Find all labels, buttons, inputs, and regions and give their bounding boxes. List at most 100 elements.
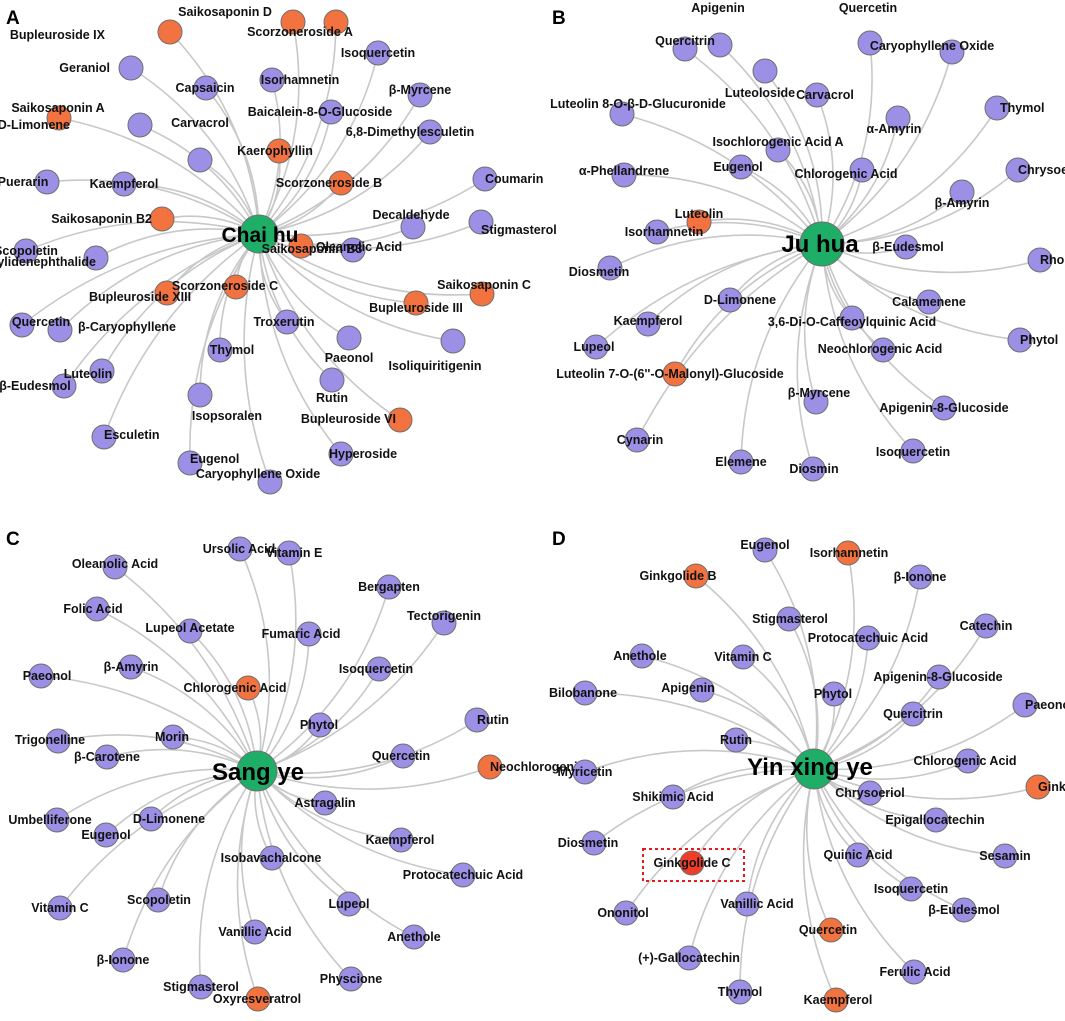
node-group bbox=[9, 9, 498, 495]
edge-lupeol bbox=[256, 770, 350, 905]
node-amyrin bbox=[885, 105, 911, 131]
label-protocatechuic-acid: Protocatechuic Acid bbox=[403, 868, 523, 882]
label-apigenin: Apigenin bbox=[691, 1, 744, 15]
edge-thymol bbox=[821, 107, 998, 245]
label-kaempferol: Kaempferol bbox=[90, 177, 159, 191]
node-rutin bbox=[723, 727, 749, 753]
edge-bupleuroside-ix bbox=[169, 31, 260, 235]
edge-isoquercetin bbox=[258, 52, 379, 235]
node-oleanolic-acid bbox=[102, 554, 128, 580]
node-kaempferol bbox=[635, 311, 661, 337]
edge-ionone bbox=[813, 576, 921, 770]
hub-label: Sang ye bbox=[212, 759, 304, 786]
label-shikimic-acid: Shikimic Acid bbox=[632, 790, 714, 804]
edge-eugenol bbox=[189, 233, 260, 464]
edge-quercitrin bbox=[684, 48, 823, 245]
label-bupleuroside-ix: Bupleuroside IX bbox=[10, 28, 106, 42]
label-quercetin: Quercetin bbox=[799, 923, 857, 937]
label-diosmetin: Diosmetin bbox=[569, 265, 629, 279]
label-scorzoneroside-c: Scorzoneroside C bbox=[172, 279, 278, 293]
edge-isoquercetin bbox=[821, 243, 914, 452]
edge-saikosaponin-d bbox=[258, 21, 300, 235]
node-lupeol bbox=[583, 334, 609, 360]
edge-ursolic-acid bbox=[239, 548, 271, 772]
label-thymol: Thymol bbox=[718, 985, 762, 999]
node-vanillic-acid bbox=[242, 919, 268, 945]
edge-ginkgolide-b bbox=[695, 575, 815, 770]
label-diosmin: Diosmin bbox=[789, 462, 838, 476]
label-caryophyllene-oxide: Caryophyllene Oxide bbox=[196, 467, 320, 481]
label-physcione: Physcione bbox=[320, 972, 383, 986]
node-apigenin-8-glucoside bbox=[926, 664, 952, 690]
node-geraniol bbox=[118, 55, 144, 81]
node-quercetin bbox=[818, 917, 844, 943]
node-chrysoeriol bbox=[857, 780, 883, 806]
edge-isopsoralen bbox=[199, 233, 260, 396]
node-eugenol bbox=[752, 537, 778, 563]
label-isorhamnetin: Isorhamnetin bbox=[261, 73, 340, 87]
label-neochlorogenic-acid: Neochlorogenic Acid bbox=[818, 342, 943, 356]
label-rhoifolin: Rhoifolin bbox=[1040, 253, 1065, 267]
edge-lupeol bbox=[595, 243, 823, 348]
label-protocatechuic-acid: Protocatechuic Acid bbox=[808, 631, 928, 645]
edge-oxyresveratrol bbox=[236, 770, 259, 1000]
edge-phellandrene bbox=[623, 174, 823, 245]
node-kaempferol bbox=[111, 171, 137, 197]
edge-saikosaponin-c bbox=[258, 233, 483, 296]
node-esculetin bbox=[91, 424, 117, 450]
label-lupeol: Lupeol bbox=[329, 897, 370, 911]
node-carotene bbox=[94, 744, 120, 770]
node-caryophyllene-oxide bbox=[939, 39, 965, 65]
node-kaempferol bbox=[823, 987, 849, 1013]
label-eugenol: Eugenol bbox=[713, 160, 762, 174]
node-ionone bbox=[907, 564, 933, 590]
node-ginkgolide-c bbox=[679, 850, 705, 876]
label-apigenin-8-glucoside: Apigenin-8-Glucoside bbox=[879, 401, 1008, 415]
edge-oleanolic-acid bbox=[114, 566, 258, 772]
edge-anethole bbox=[256, 770, 415, 938]
edge-sesamin bbox=[813, 768, 1006, 857]
label-ginkgolide-b: Ginkgolide B bbox=[639, 569, 716, 583]
node-tectorigenin bbox=[431, 610, 457, 636]
label-phellandrene: α-Phellandrene bbox=[579, 164, 669, 178]
label-oleanolic-acid: Oleanolic Acid bbox=[316, 240, 402, 254]
node-d-limonene bbox=[717, 287, 743, 313]
node-thymol bbox=[727, 979, 753, 1005]
label-oxyresveratrol: Oxyresveratrol bbox=[213, 992, 301, 1006]
edge-caryophyllene bbox=[59, 233, 260, 331]
node-quinic-acid bbox=[845, 842, 871, 868]
node-group bbox=[28, 536, 503, 1012]
label-caryophyllene-oxide: Caryophyllene Oxide bbox=[870, 39, 994, 53]
edge-6-8-dimethylesculetin bbox=[258, 131, 431, 235]
node-vitamin-c bbox=[47, 895, 73, 921]
label-stigmasterol: Stigmasterol bbox=[481, 223, 557, 237]
edge-coumarin bbox=[258, 178, 486, 237]
edge-protocatechuic-acid bbox=[256, 770, 464, 876]
node-saikosaponin-a bbox=[46, 105, 72, 131]
label-luteolin: Luteolin bbox=[675, 207, 724, 221]
label-eugenol: Eugenol bbox=[190, 452, 239, 466]
node-amyrin bbox=[949, 179, 975, 205]
node-puerarin bbox=[34, 169, 60, 195]
edge-ginkgolide-a bbox=[813, 768, 1039, 800]
node-physcione bbox=[338, 966, 364, 992]
label-coumarin: Coumarin bbox=[485, 172, 543, 186]
label-sesamin: Sesamin bbox=[979, 849, 1030, 863]
node-isorhamnetin bbox=[835, 540, 861, 566]
node-ferulic-acid bbox=[901, 959, 927, 985]
node-elemene bbox=[728, 449, 754, 475]
edge-trigonelline bbox=[57, 734, 258, 772]
edge-myricetin bbox=[584, 749, 815, 773]
node-lupeol-acetate bbox=[177, 618, 203, 644]
node-saikosaponin-c bbox=[469, 281, 495, 307]
label-n-butylidenephthalide: N-Butylidenephthalide bbox=[0, 255, 96, 269]
node-diosmin bbox=[800, 456, 826, 482]
edge-scorzoneroside-a bbox=[258, 21, 337, 235]
node-ursolic-acid bbox=[227, 536, 253, 562]
edge-ononitol bbox=[625, 768, 815, 914]
node-saikosaponin-b3 bbox=[288, 233, 314, 259]
